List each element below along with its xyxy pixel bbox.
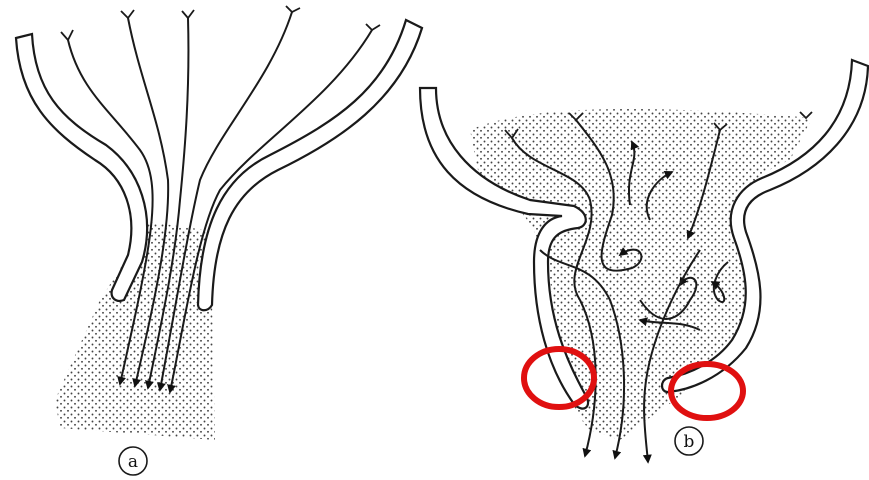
panel-a-right-wall [198,20,422,310]
panel-b-stipple-field [470,109,812,440]
panel-a: a [16,6,422,475]
panel-a-label: a [128,452,138,472]
panel-a-source-forks [61,6,380,40]
panel-b: b [420,60,868,462]
panel-b-label: b [684,432,695,452]
